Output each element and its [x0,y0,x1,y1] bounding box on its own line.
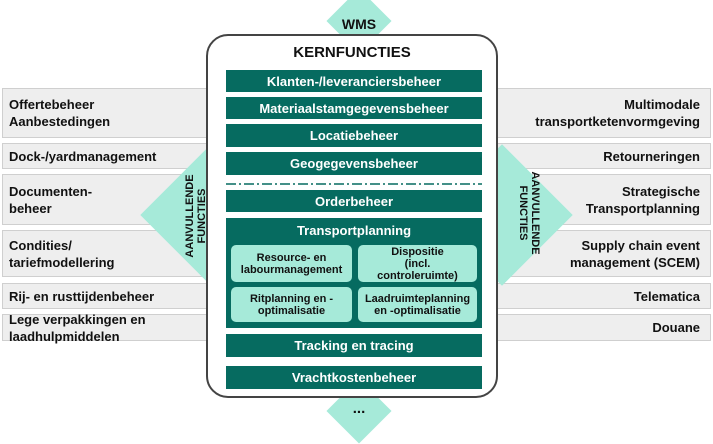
sub-laadruimteplanning: Laadruimteplanning en -optimalisatie [358,287,477,322]
function-bar-locatiebeheer: Locatiebeheer [226,124,482,147]
aanvullende-left-text: AANVULLENDE FUNCTIES [184,174,208,258]
function-label: Geogegevensbeheer [290,156,418,171]
top-tag-wms: WMS [341,16,377,32]
right-item-label: Strategische Transportplanning [585,183,700,216]
right-item-label: Multimodale transportketenvormgeving [535,97,700,129]
left-item-label: Lege verpakkingen en laadhulpmiddelen [9,311,146,344]
aanvullende-right-text: AANVULLENDE FUNCTIES [517,171,541,255]
left-item-offertebeheer: Offertebeheer Aanbestedingen [2,88,226,138]
sub-label: Laadruimteplanning en -optimalisatie [364,292,471,317]
right-item-retourneringen: Retourneringen [497,143,711,169]
sub-label: Resource- en labourmanagement [240,251,343,276]
aanvullende-functies-right-label: AANVULLENDE FUNCTIES [515,163,541,263]
function-label: Locatiebeheer [309,128,399,143]
right-item-label: Douane [652,320,700,335]
right-item-douane: Douane [497,314,711,341]
left-item-label: Condities/ tariefmodellering [9,237,115,270]
left-item-lege-verpakkingen: Lege verpakkingen en laadhulpmiddelen [2,312,226,344]
separator-line [226,183,482,185]
function-bar-orderbeheer: Orderbeheer [226,190,482,212]
right-item-scem: Supply chain event management (SCEM) [497,230,711,277]
left-item-label: Rij- en rusttijdenbeheer [9,288,155,304]
right-item-label: Supply chain event management (SCEM) [569,237,700,270]
bottom-tag: ... [352,400,366,417]
left-item-dock-yard: Dock-/yardmanagement [2,143,226,169]
left-item-label: Dock-/yardmanagement [9,148,157,164]
sub-ritplanning: Ritplanning en - optimalisatie [231,287,352,322]
sub-label: Ritplanning en - optimalisatie [249,292,334,317]
function-bar-geogegevens: Geogegevensbeheer [226,152,482,175]
function-bar-klanten: Klanten-/leveranciersbeheer [226,70,482,92]
function-bar-materiaalstam: Materiaalstamgegevensbeheer [226,97,482,119]
function-label: Vrachtkostenbeheer [291,370,417,385]
sub-resource-labour: Resource- en labourmanagement [231,245,352,282]
right-item-label: Retourneringen [603,148,700,164]
function-label: Materiaalstamgegevensbeheer [259,100,449,116]
sub-dispositie: Dispositie (incl. controleruimte) [358,245,477,282]
function-label: Orderbeheer [314,193,394,209]
function-label: Klanten-/leveranciersbeheer [266,73,442,89]
left-item-label: Documenten- beheer [9,183,93,216]
right-item-label: Telematica [633,288,700,304]
function-bar-vrachtkosten: Vrachtkostenbeheer [226,366,482,389]
right-item-telematica: Telematica [497,283,711,309]
left-item-rij-rusttijden: Rij- en rusttijdenbeheer [2,283,226,309]
function-bar-tracking: Tracking en tracing [226,334,482,357]
transportplanning-title: Transportplanning [296,223,412,238]
core-title: KERNFUNCTIES [293,44,411,61]
right-item-multimodale: Multimodale transportketenvormgeving [497,88,711,138]
left-item-label: Offertebeheer Aanbestedingen [9,97,111,129]
sub-label: Dispositie (incl. controleruimte) [377,245,458,282]
function-label: Tracking en tracing [294,338,414,353]
